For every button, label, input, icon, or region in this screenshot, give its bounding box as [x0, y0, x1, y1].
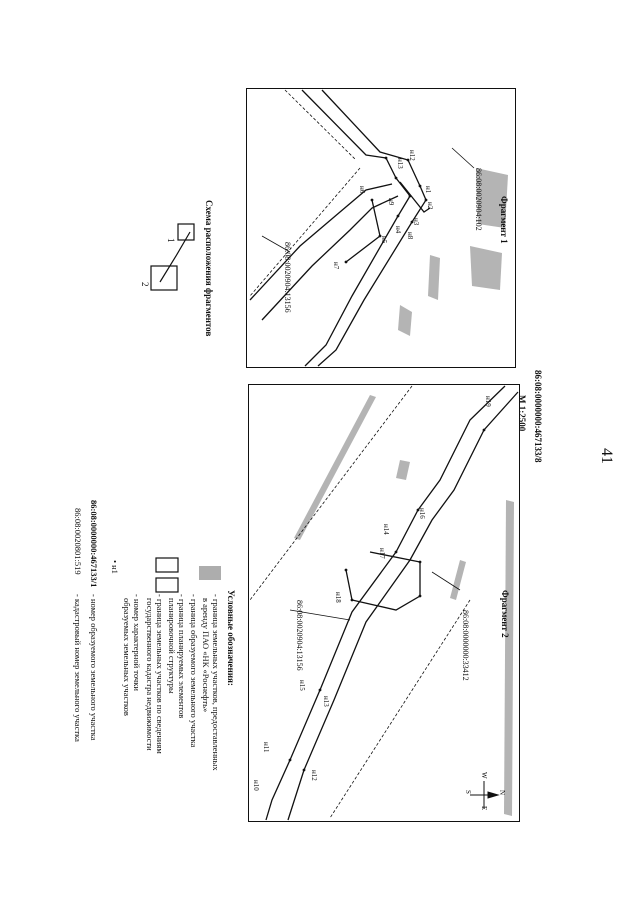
legend-line: образуемых земельных участков [122, 598, 132, 716]
legend-line: - граница образуемого земельного участка [189, 594, 199, 748]
legend-line: - граница земельных участков по сведения… [155, 594, 165, 754]
legend-sample-plan-id: 86:08:0000000:467133/1 [89, 500, 99, 588]
legend-sample-cadastral: 86:08:0020801:519 [73, 508, 83, 575]
fragment-2-frame [248, 384, 520, 822]
legend-line: - кадастровый номер земельного участка [73, 594, 83, 742]
legend-line: в аренду ПАО «НК «Роснефть» [201, 598, 211, 713]
legend-line: - граница планируемых элементов [177, 594, 187, 719]
legend-structure-swatch [155, 577, 179, 593]
legend-line: - номер образуемого земельного участка [89, 594, 99, 741]
legend-leased-swatch [199, 566, 221, 580]
legend-line: государственного кадастра недвижимости [145, 598, 155, 751]
fragment-1-frame [246, 88, 516, 368]
legend-point-symbol: • н1 [110, 560, 120, 574]
legend-line: - номер характерной точки [132, 594, 142, 691]
legend-line: - граница земельных участков, предоставл… [211, 594, 221, 771]
legend-plot-swatch [155, 557, 179, 573]
legend-line: планировочной структуры [167, 598, 177, 694]
